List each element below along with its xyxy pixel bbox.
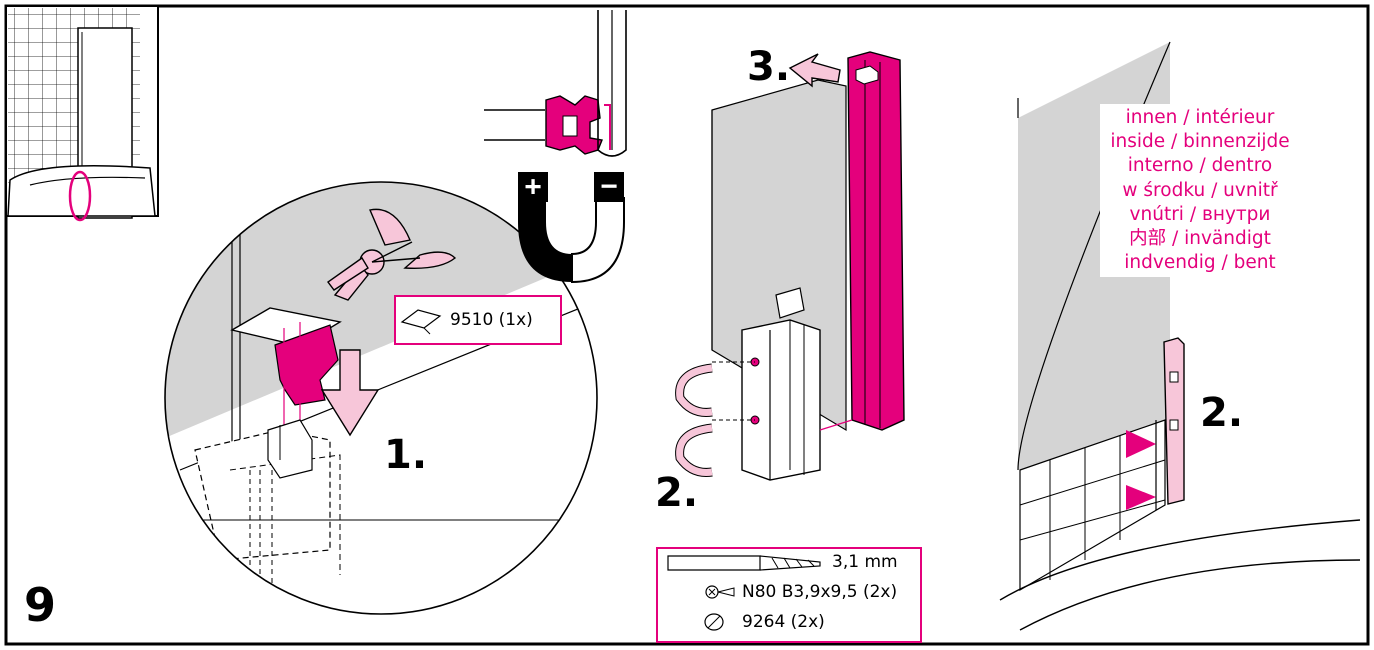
level-marker-lower: [1126, 485, 1156, 510]
step-2-label-left: 2.: [655, 470, 699, 516]
step-2-label-right: 2.: [1200, 390, 1244, 436]
pliers-tool: [327, 208, 457, 301]
page-number: 9: [24, 578, 57, 632]
magnet-detail: [484, 10, 627, 284]
magenta-profile: [847, 51, 905, 431]
inside-label-line: indvendig / bent: [1124, 252, 1276, 274]
part-box-drill: [656, 547, 922, 643]
left-arrow: [788, 53, 841, 88]
part-label-cap: 9264 (2x): [742, 612, 825, 632]
detail-marker-ellipse: [68, 170, 92, 222]
inside-label-line: interno / dentro: [1127, 155, 1273, 177]
inside-label-line: 内部 / invändigt: [1129, 228, 1271, 250]
inside-label-line: innen / intérieur: [1125, 107, 1275, 128]
part-label-drill: 3,1 mm: [832, 552, 898, 572]
step-3-label: 3.: [747, 44, 791, 90]
level-marker-upper: [1126, 430, 1156, 458]
inside-label: innen / intérieur inside / binnenzijde i…: [1100, 104, 1300, 278]
part-box-clip: [394, 295, 562, 345]
overview-thumbnail: [5, 5, 159, 222]
cut-detail: [164, 181, 598, 615]
plus-sign: +: [518, 172, 548, 202]
seal-piece: [274, 324, 339, 406]
inside-label-line: vnútri / внутри: [1129, 203, 1271, 225]
wall-bracket: [741, 319, 821, 481]
part-label-clip: 9510 (1x): [450, 310, 533, 330]
cover-caps: [675, 363, 713, 477]
inside-label-line: w środku / uvnitř: [1122, 179, 1278, 201]
inside-label-line: inside / binnenzijde: [1110, 131, 1290, 153]
profile-assembly: [675, 51, 905, 481]
page-border: [4, 4, 1370, 646]
step-1-label: 1.: [384, 432, 428, 478]
down-arrow: [320, 349, 380, 437]
floor-bracket: [267, 419, 313, 479]
part-label-screw: N80 B3,9x9,5 (2x): [742, 582, 898, 602]
minus-sign: −: [594, 172, 624, 202]
